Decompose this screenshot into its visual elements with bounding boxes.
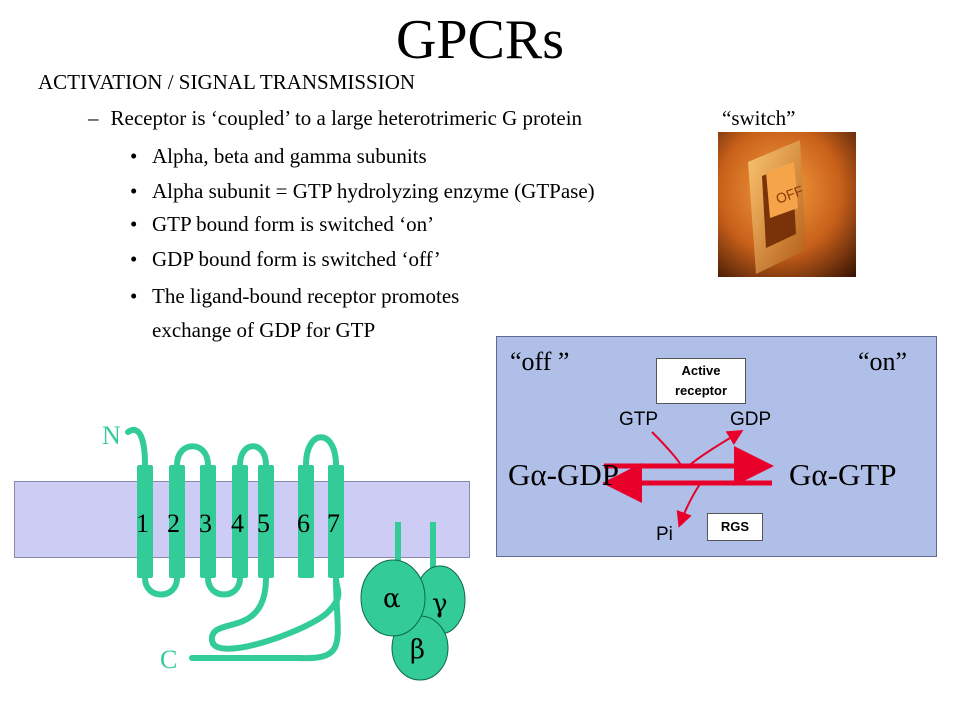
- helix-number: 7: [327, 509, 340, 538]
- bullet-continuation-text: exchange of GDP for GTP: [152, 318, 376, 342]
- bullet-marker: •: [130, 284, 138, 308]
- g-alpha-gtp-label: Gα-GTP: [789, 457, 897, 492]
- active-receptor-line1: Active: [681, 363, 721, 378]
- intracellular-loop-3: [209, 575, 342, 652]
- n-terminus-label: N: [102, 421, 121, 450]
- gtp-label: GTP: [619, 409, 659, 430]
- bullet-text: GTP bound form is switched ‘on’: [152, 212, 435, 236]
- light-switch-image: OFF: [718, 132, 856, 277]
- helix-3: [200, 465, 216, 578]
- switch-label: “switch”: [722, 106, 796, 130]
- extracellular-loop-1: [174, 443, 211, 468]
- extracellular-loop-2: [237, 443, 269, 468]
- gdp-out-curve: [685, 429, 744, 469]
- dash-item-text: Receptor is ‘coupled’ to a large heterot…: [110, 106, 583, 130]
- bullet-marker: •: [130, 247, 138, 271]
- alpha-subunit: [360, 559, 426, 637]
- pi-out-curve: [676, 483, 701, 528]
- on-state-label: “on”: [858, 347, 908, 376]
- dash-marker: –: [88, 106, 99, 130]
- helix-number: 6: [297, 509, 310, 538]
- intracellular-loop-2: [205, 575, 243, 598]
- section-heading: ACTIVATION / SIGNAL TRANSMISSION: [38, 70, 416, 94]
- bullet-marker: •: [130, 179, 138, 203]
- bullet-item: • Alpha, beta and gamma subunits: [130, 142, 427, 170]
- slide-title: GPCRs: [395, 9, 565, 71]
- n-terminus-tail: [125, 427, 148, 468]
- bullet-marker: •: [130, 212, 138, 236]
- alpha-symbol: α: [383, 584, 401, 614]
- pi-label: Pi: [656, 524, 673, 545]
- helix-number: 5: [257, 509, 270, 538]
- helix-number: 2: [167, 509, 180, 538]
- bullet-text: The ligand-bound receptor promotes: [152, 284, 460, 308]
- helix-6: [298, 465, 314, 578]
- beta-symbol: β: [410, 635, 425, 665]
- c-terminus-label: C: [160, 645, 177, 674]
- bullet-item: • GDP bound form is switched ‘off’: [130, 245, 441, 273]
- gdp-label: GDP: [730, 409, 772, 430]
- bullet-text: Alpha, beta and gamma subunits: [152, 144, 427, 168]
- helix-7: [328, 465, 344, 578]
- bullet-item: • The ligand-bound receptor promotes: [130, 282, 459, 310]
- bullet-text: Alpha subunit = GTP hydrolyzing enzyme (…: [152, 179, 595, 203]
- extracellular-loop-3: [303, 434, 339, 468]
- intracellular-loop-1: [142, 575, 180, 598]
- helix-1: [137, 465, 153, 578]
- helix-number: 1: [136, 509, 149, 538]
- helix-5: [258, 465, 274, 578]
- rgs-box: RGS: [707, 513, 763, 541]
- g-alpha-gdp-label: Gα-GDP: [508, 457, 619, 492]
- dash-list-item: –Receptor is ‘coupled’ to a large hetero…: [88, 104, 582, 132]
- helix-4: [232, 465, 248, 578]
- active-receptor-line2: receptor: [674, 383, 728, 398]
- bullet-item: • Alpha subunit = GTP hydrolyzing enzyme …: [130, 177, 595, 205]
- bullet-marker: •: [130, 144, 138, 168]
- off-state-label: “off ”: [510, 347, 570, 376]
- g-protein-heterotrimer: α γ β: [360, 522, 466, 681]
- gamma-symbol: γ: [432, 589, 448, 619]
- gtp-in-curve: [651, 431, 683, 469]
- helix-number: 3: [199, 509, 212, 538]
- helix-2: [169, 465, 185, 578]
- active-receptor-box: Active receptor: [656, 358, 746, 404]
- bullet-text: GDP bound form is switched ‘off’: [152, 247, 441, 271]
- helix-number: 4: [231, 509, 244, 538]
- bullet-item: • GTP bound form is switched ‘on’: [130, 210, 434, 238]
- transmembrane-helices: [137, 465, 344, 578]
- receptor-loops: [125, 427, 342, 662]
- c-terminus-tail: [189, 575, 341, 662]
- gpcr-receptor-diagram: 1 2 3 4 5 6 7 N C α γ β: [102, 421, 466, 681]
- gtpase-cycle-arrows: [602, 429, 774, 528]
